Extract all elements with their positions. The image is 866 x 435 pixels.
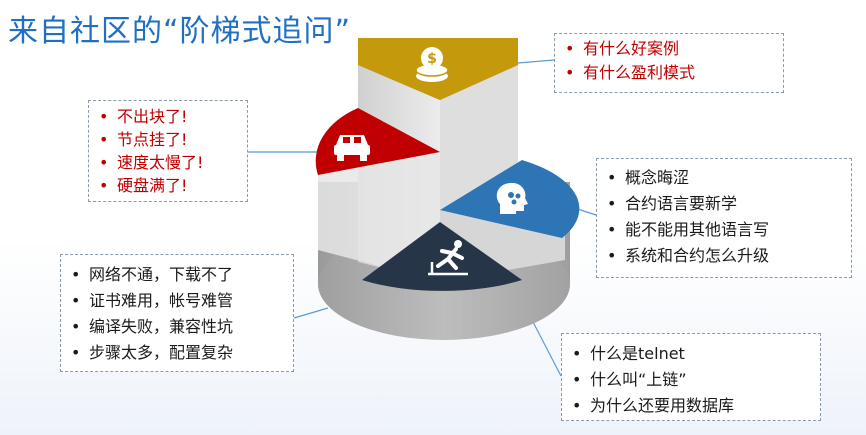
list-item: • 速度太慢了! — [89, 151, 247, 174]
bullet: • — [99, 176, 109, 195]
list-item: • 什么叫“上链” — [562, 367, 820, 393]
list-item: • 节点挂了! — [89, 128, 247, 151]
connector-network — [293, 307, 329, 319]
connector-telnet — [531, 319, 562, 377]
list-item-text: 网络不通，下载不了 — [89, 265, 234, 284]
bullet: • — [607, 194, 617, 213]
coins-icon: $ — [415, 47, 449, 82]
list-item: • 硬盘满了! — [89, 174, 247, 197]
list-item: • 为什么还要用数据库 — [562, 393, 820, 419]
list-item-text: 速度太慢了! — [117, 153, 204, 172]
red-wedge — [315, 108, 440, 175]
list-item: • 有什么盈利模式 — [555, 61, 783, 85]
list-item-text: 硬盘满了! — [117, 176, 188, 195]
box-telnet-questions: • 什么是telnet • 什么叫“上链” • 为什么还要用数据库 — [561, 333, 821, 421]
car-icon — [334, 135, 370, 161]
list-item-text: 系统和合约怎么升级 — [625, 246, 770, 265]
list-item: • 概念晦涩 — [597, 165, 851, 191]
list-item: • 系统和合约怎么升级 — [597, 243, 851, 269]
navy-wedge — [362, 222, 522, 291]
list-item: • 能不能用其他语言写 — [597, 217, 851, 243]
head-gear-icon — [496, 182, 528, 214]
bullet: • — [71, 317, 81, 336]
box-network-questions: • 网络不通，下载不了 • 证书难用，帐号难管 • 编译失败，兼容性坑 • 步骤太多，配… — [60, 254, 294, 372]
bullet: • — [607, 246, 617, 265]
box-concept-questions: • 概念晦涩 • 合约语言要新学 • 能不能用其他语言写 • 系统和合约怎么升级 — [596, 158, 852, 278]
list-item-text: 什么叫“上链” — [590, 370, 687, 389]
bullet: • — [607, 220, 617, 239]
bullet: • — [565, 63, 575, 82]
list-item-text: 步骤太多，配置复杂 — [89, 343, 234, 362]
bullet: • — [572, 344, 582, 363]
connector-profit — [517, 59, 555, 64]
list-item-text: 合约语言要新学 — [625, 194, 738, 213]
bullet: • — [607, 168, 617, 187]
box-profit-questions: • 有什么好案例 • 有什么盈利模式 — [554, 33, 784, 93]
list-item-text: 概念晦涩 — [625, 168, 690, 187]
list-item: • 证书难用，帐号难管 — [61, 288, 293, 314]
list-item-text: 有什么盈利模式 — [583, 63, 696, 82]
bullet: • — [99, 130, 109, 149]
bullet: • — [99, 107, 109, 126]
bullet: • — [565, 39, 575, 58]
list-item: • 合约语言要新学 — [597, 191, 851, 217]
box-node-questions: • 不出块了! • 节点挂了! • 速度太慢了! • 硬盘满了! — [88, 100, 248, 202]
list-item: • 编译失败，兼容性坑 — [61, 314, 293, 340]
bullet: • — [572, 396, 582, 415]
person-hurdle-icon — [428, 240, 468, 276]
list-item-text: 有什么好案例 — [583, 39, 680, 58]
list-item: • 什么是telnet — [562, 341, 820, 367]
list-item-text: 节点挂了! — [117, 130, 188, 149]
list-item-text: 证书难用，帐号难管 — [89, 291, 234, 310]
bullet: • — [572, 370, 582, 389]
bullet: • — [71, 291, 81, 310]
list-item-text: 什么是telnet — [590, 344, 685, 363]
svg-text:$: $ — [427, 51, 437, 67]
list-item: • 网络不通，下载不了 — [61, 262, 293, 288]
list-item: • 有什么好案例 — [555, 37, 783, 61]
list-item: • 步骤太多，配置复杂 — [61, 340, 293, 366]
list-item: • 不出块了! — [89, 105, 247, 128]
page-title: 来自社区的“阶梯式追问” — [8, 14, 352, 49]
list-item-text: 编译失败，兼容性坑 — [89, 317, 234, 336]
list-item-text: 能不能用其他语言写 — [625, 220, 770, 239]
bullet: • — [99, 153, 109, 172]
bullet: • — [71, 265, 81, 284]
list-item-text: 为什么还要用数据库 — [590, 396, 735, 415]
bullet: • — [71, 343, 81, 362]
list-item-text: 不出块了! — [117, 107, 188, 126]
